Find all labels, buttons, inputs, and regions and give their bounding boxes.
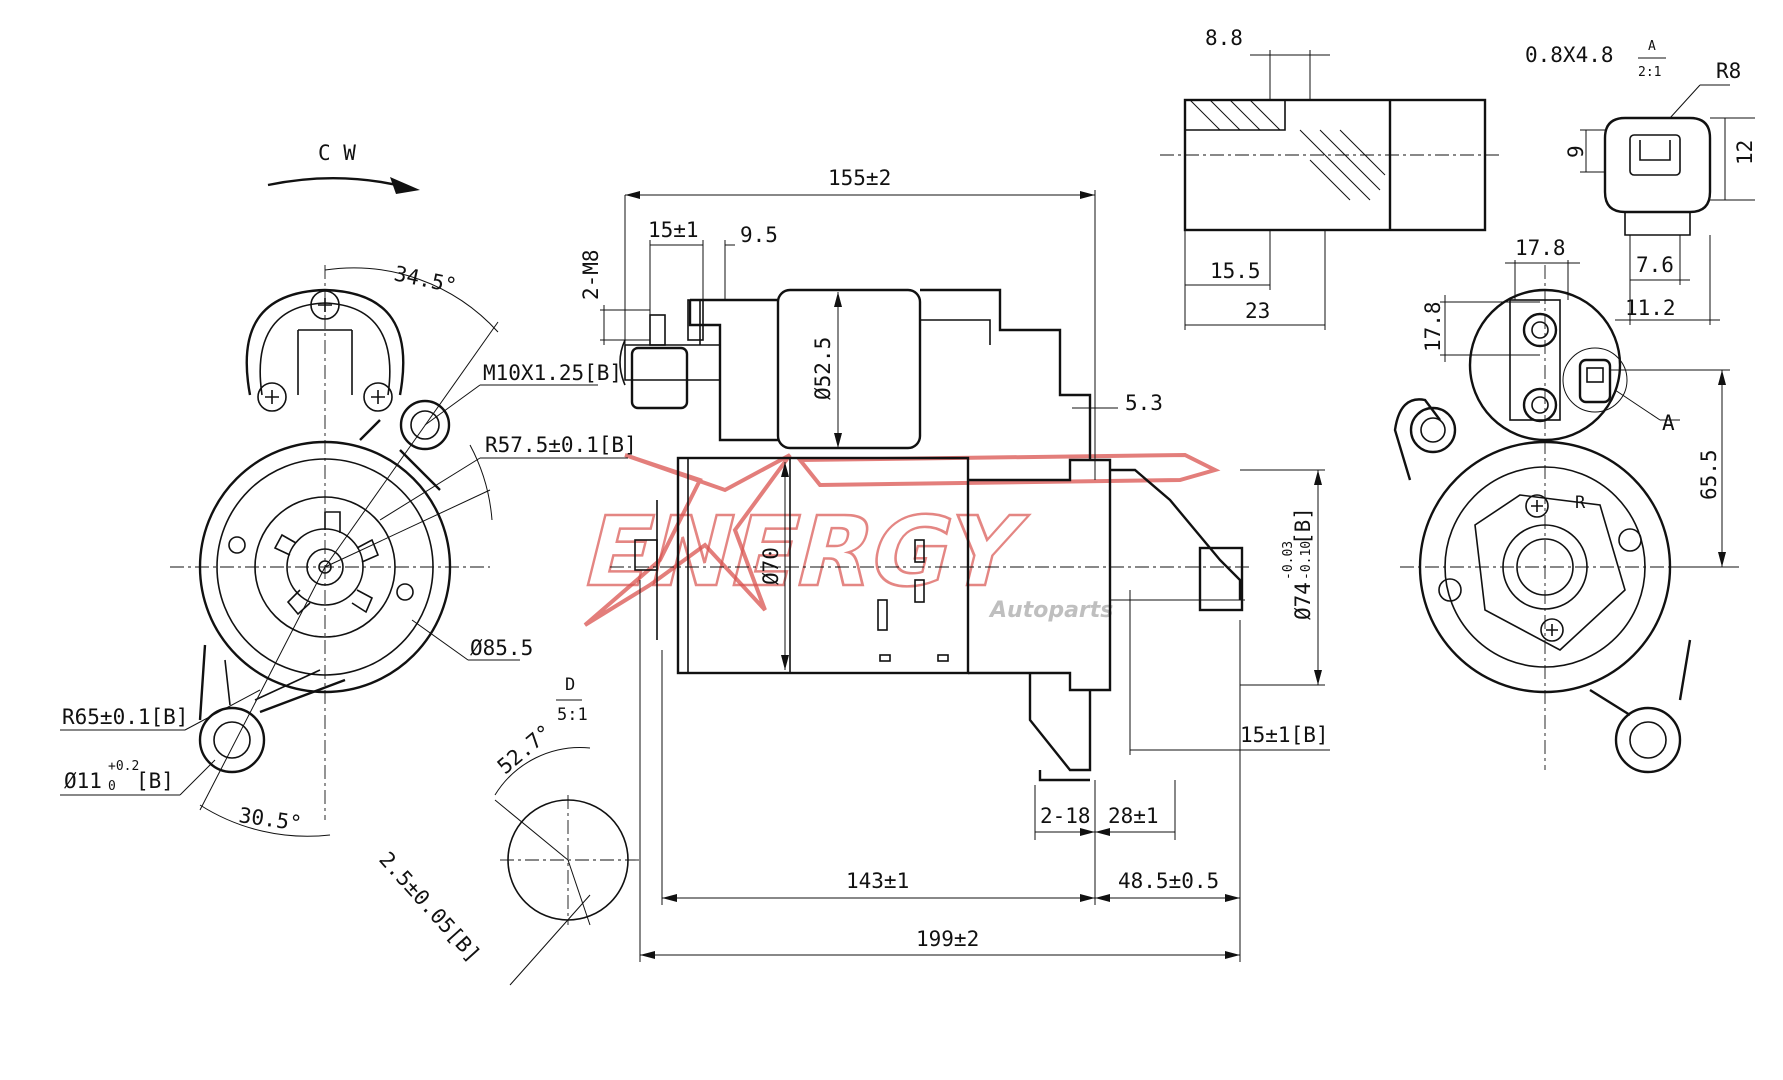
dim-dia-74: Ø74 — [1291, 582, 1315, 620]
screw-top — [310, 290, 340, 320]
hole-dia-label: Ø11 — [64, 769, 102, 793]
dim-74-tol-lo: -0.10 — [1299, 541, 1314, 580]
dim-199: 199±2 — [916, 927, 979, 951]
conn-dim-15-5: 15.5 — [1210, 259, 1261, 283]
dim-dia-52: Ø52.5 — [811, 337, 835, 400]
hole-tol-upper: +0.2 — [108, 759, 139, 774]
conn-dim-7-6: 7.6 — [1636, 253, 1674, 277]
connector-detail-a: 0.8X4.8 A 2:1 R8 9 12 7.6 11.2 — [1525, 39, 1757, 325]
dim-155: 155±2 — [828, 166, 891, 190]
rear-dim-65-5: 65.5 — [1697, 449, 1721, 500]
detail-d-depth: 2.5±0.05[B] — [374, 847, 485, 966]
rear-screw-bottom — [1540, 618, 1564, 642]
dim-74-tol-up: -0.03 — [1281, 541, 1296, 580]
rear-screw-top — [1525, 494, 1549, 518]
angle-bottom-label: 30.5° — [237, 803, 303, 836]
watermark-sub: Autoparts — [988, 598, 1113, 623]
radius-57-label: R57.5±0.1[B] — [485, 433, 637, 457]
watermark-logo: ENERGY Autoparts — [572, 452, 1221, 627]
rear-dim-17-8-v: 17.8 — [1421, 301, 1445, 352]
dim-5-3: 5.3 — [1125, 391, 1163, 415]
detail-d: D 5:1 52.7° 2.5±0.05[B] — [374, 675, 640, 986]
dim-15-1: 15±1 — [648, 218, 699, 242]
detail-a-scale: 2:1 — [1638, 65, 1661, 80]
terminal-label: 0.8X4.8 — [1525, 43, 1614, 67]
detail-a-label: A — [1648, 39, 1656, 54]
radius-65-label: R65±0.1[B] — [62, 705, 188, 729]
radius-r8-label: R8 — [1716, 59, 1741, 83]
dia-85-label: Ø85.5 — [470, 636, 533, 660]
screw-left — [257, 382, 287, 412]
dim-15-1-b: 15±1[B] — [1240, 723, 1329, 747]
dim-2-m8: 2-M8 — [579, 249, 603, 300]
screw-right — [363, 382, 393, 412]
dim-143: 143±1 — [846, 869, 909, 893]
detail-d-scale: 5:1 — [557, 705, 588, 725]
thread-label: M10X1.25[B] — [483, 361, 622, 385]
detail-d-label: D — [565, 675, 575, 695]
dim-dia-70: Ø70 — [759, 547, 783, 585]
side-view: 155±2 15±1 9.5 2-M8 Ø52.5 Ø70 5.3 Ø74 -0… — [579, 166, 1330, 962]
connector-section: 8.8 15.5 23 — [1160, 26, 1500, 330]
conn-dim-23: 23 — [1245, 299, 1270, 323]
conn-dim-8-8: 8.8 — [1205, 26, 1243, 50]
rear-dim-17-8-h: 17.8 — [1515, 236, 1566, 260]
dim-9-5: 9.5 — [740, 223, 778, 247]
dim-74-suffix: [B] — [1291, 507, 1315, 545]
dim-48-5: 48.5±0.5 — [1118, 869, 1219, 893]
rear-detail-ref: A — [1662, 411, 1675, 435]
conn-dim-9: 9 — [1564, 145, 1588, 158]
rotation-label: C W — [318, 141, 356, 165]
hole-tol-lower: 0 — [108, 779, 116, 794]
conn-dim-12: 12 — [1733, 140, 1757, 165]
rear-view-right: R 17.8 17.8 A 65.5 — [1393, 236, 1740, 774]
angle-top-label: 34.5° — [392, 261, 459, 298]
dim-2-18: 2-18 — [1040, 804, 1091, 828]
hole-suffix: [B] — [136, 769, 174, 793]
rear-radius-label: R — [1575, 493, 1586, 513]
dim-28: 28±1 — [1108, 804, 1159, 828]
watermark-brand: ENERGY — [573, 496, 1034, 607]
detail-d-angle: 52.7° — [493, 720, 557, 779]
conn-dim-11-2: 11.2 — [1625, 296, 1676, 320]
